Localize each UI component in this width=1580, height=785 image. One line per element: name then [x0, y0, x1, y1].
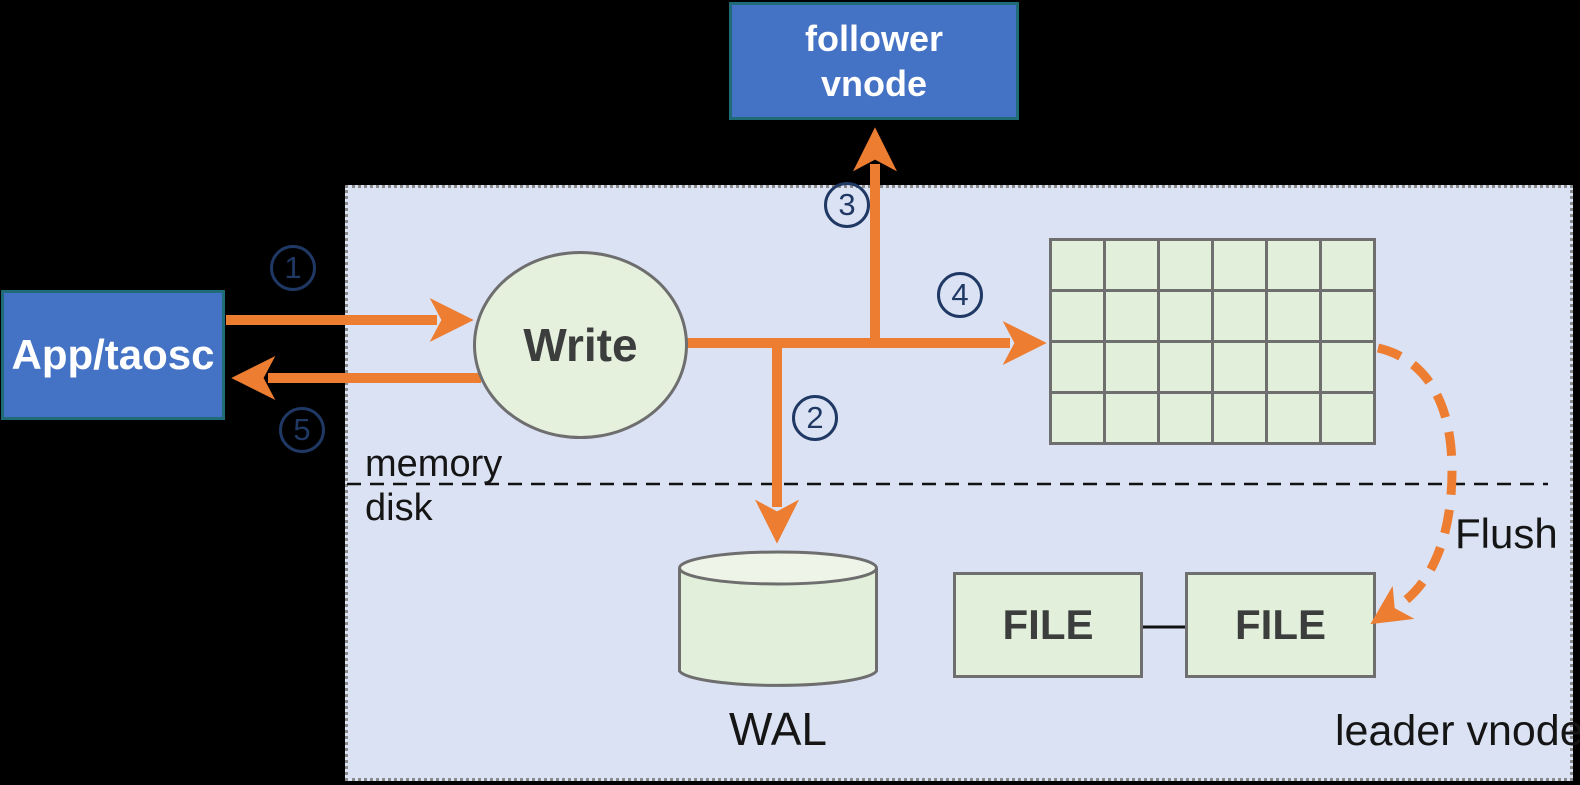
follower-label-line1: follower	[804, 18, 943, 59]
step-badge-3: 3	[824, 182, 870, 228]
memtable-cell	[1322, 343, 1373, 391]
step-1-number: 1	[284, 250, 302, 285]
memtable-cell	[1322, 241, 1373, 289]
memtable-cell	[1106, 241, 1157, 289]
flush-label: Flush	[1455, 510, 1558, 557]
memtable-cell	[1052, 343, 1103, 391]
write-label: Write	[523, 319, 638, 371]
step-badge-5: 5	[279, 407, 325, 453]
memtable-cell	[1106, 292, 1157, 340]
memory-label: memory	[365, 443, 503, 485]
memtable-cell	[1052, 292, 1103, 340]
memtable-cell	[1268, 241, 1319, 289]
step-badge-2: 2	[792, 395, 838, 441]
file-2-label: FILE	[1235, 601, 1326, 648]
disk-label: disk	[365, 487, 433, 529]
memtable-cell	[1160, 343, 1211, 391]
step-2-number: 2	[806, 400, 824, 435]
write-node: Write	[473, 251, 688, 439]
memtable-cell	[1268, 292, 1319, 340]
step-badge-4: 4	[937, 272, 983, 318]
wal-label: WAL	[729, 703, 827, 755]
memtable-cell	[1106, 343, 1157, 391]
leader-vnode-label: leader vnode	[1335, 707, 1580, 755]
memtable-cell	[1268, 394, 1319, 442]
memtable-cell	[1106, 394, 1157, 442]
memtable-cell	[1322, 394, 1373, 442]
file-node-2: FILE	[1185, 572, 1376, 678]
memtable-cell	[1214, 343, 1265, 391]
file-node-1: FILE	[953, 572, 1143, 678]
memtable-cell	[1322, 292, 1373, 340]
memtable-cell	[1052, 394, 1103, 442]
app-taosc-label: App/taosc	[11, 331, 215, 378]
follower-label-line2: vnode	[820, 63, 927, 104]
follower-vnode-node: follower vnode	[729, 2, 1019, 120]
memtable-cell	[1268, 343, 1319, 391]
memtable-cell	[1214, 241, 1265, 289]
memtable-cell	[1160, 394, 1211, 442]
memtable-cell	[1160, 292, 1211, 340]
step-badge-1: 1	[270, 245, 316, 291]
app-taosc-node: App/taosc	[1, 290, 225, 420]
memtable-cell	[1214, 292, 1265, 340]
memtable-grid	[1049, 238, 1376, 445]
step-4-number: 4	[951, 277, 969, 312]
memtable-cell	[1214, 394, 1265, 442]
memtable-cell	[1160, 241, 1211, 289]
step-3-number: 3	[838, 187, 856, 222]
file-1-label: FILE	[1002, 601, 1094, 648]
step-5-number: 5	[293, 412, 311, 447]
memtable-cell	[1052, 241, 1103, 289]
